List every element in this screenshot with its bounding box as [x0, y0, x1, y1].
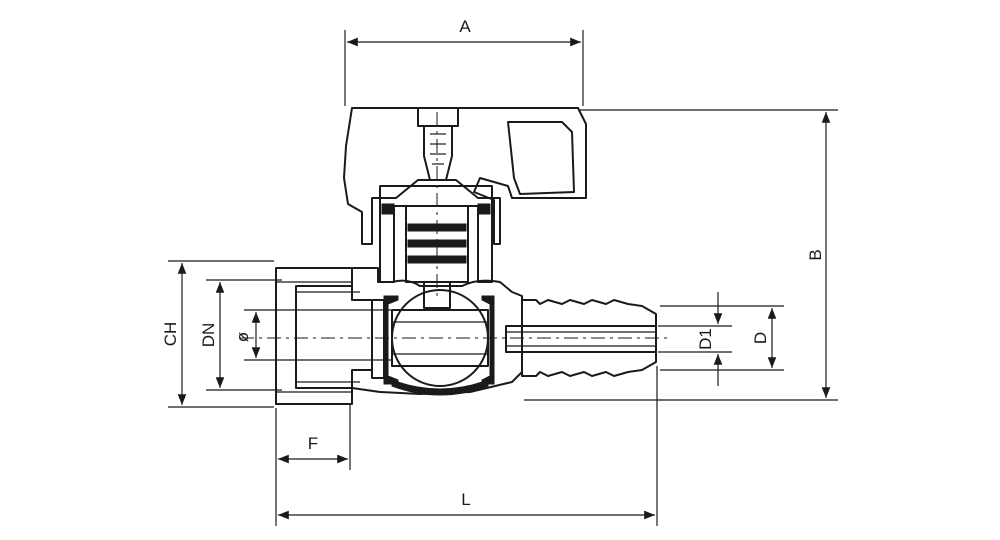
label-D: D	[751, 332, 770, 344]
label-CH: CH	[161, 322, 180, 347]
label-L: L	[461, 490, 470, 509]
dimension-L: L	[275, 366, 658, 526]
seat-ring-left	[383, 295, 399, 385]
dimension-CH: CH	[161, 260, 274, 408]
dimension-phi: ø	[233, 309, 392, 361]
inner-bore	[371, 299, 385, 379]
ball	[391, 289, 489, 396]
dimension-D: D	[660, 305, 784, 371]
handle	[343, 107, 587, 245]
hex-end	[275, 267, 353, 405]
label-F: F	[308, 434, 318, 453]
label-B: B	[806, 249, 825, 260]
hose-barb	[505, 299, 657, 377]
dimension-A: A	[344, 17, 584, 106]
label-A: A	[459, 17, 471, 36]
label-phi: ø	[233, 332, 252, 342]
label-DN: DN	[199, 323, 218, 348]
seat-ring-right	[481, 295, 495, 385]
label-D1: D1	[696, 328, 715, 350]
dimension-DN: DN	[199, 279, 282, 391]
dimension-B: B	[524, 109, 838, 401]
dimension-F: F	[275, 404, 351, 470]
